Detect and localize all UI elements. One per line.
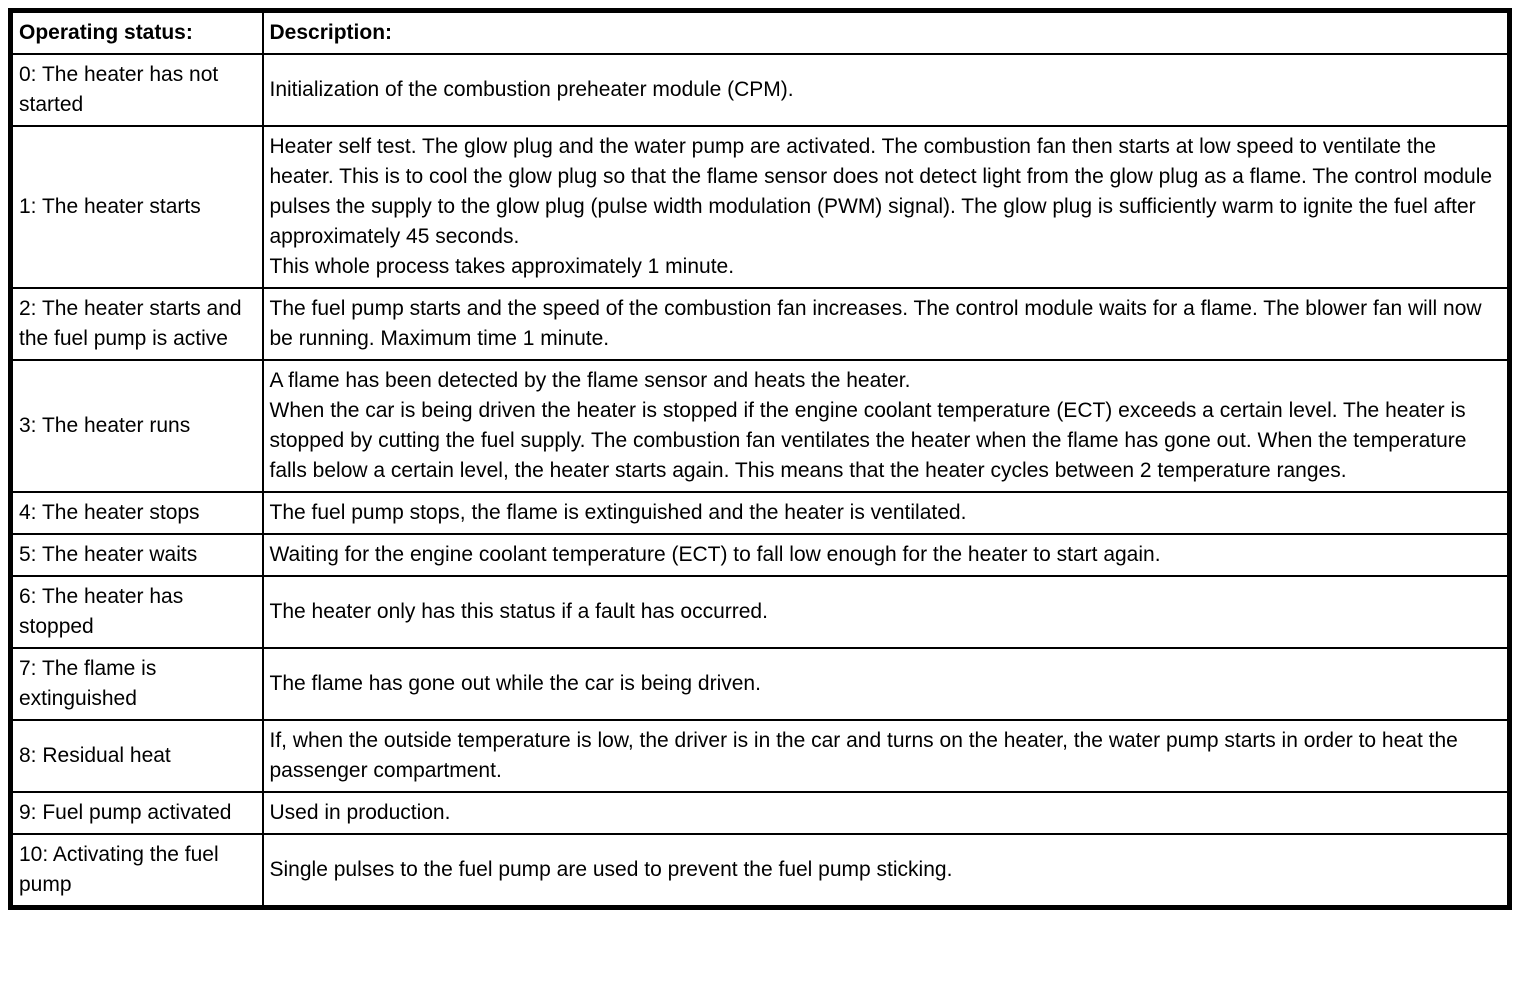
description-cell: Used in production. (261, 791, 1511, 835)
document-page: Operating status: Description: 0: The he… (8, 8, 1512, 910)
table-row: 3: The heater runs A flame has been dete… (9, 359, 1511, 493)
status-cell: 8: Residual heat (9, 719, 264, 793)
status-cell: 10: Activating the fuel pump (9, 833, 264, 909)
description-cell: Initialization of the combustion preheat… (261, 53, 1511, 127)
status-cell: 0: The heater has not started (9, 53, 264, 127)
status-cell: 3: The heater runs (9, 359, 264, 493)
operating-status-table: Operating status: Description: 0: The he… (8, 8, 1512, 910)
description-cell: A flame has been detected by the flame s… (261, 359, 1511, 493)
status-cell: 1: The heater starts (9, 125, 264, 289)
status-cell: 5: The heater waits (9, 533, 264, 577)
status-cell: 2: The heater starts and the fuel pump i… (9, 287, 264, 361)
description-cell: The flame has gone out while the car is … (261, 647, 1511, 721)
table-row: 5: The heater waits Waiting for the engi… (9, 533, 1511, 577)
table-row: 10: Activating the fuel pump Single puls… (9, 833, 1511, 909)
column-header-description: Description: (261, 9, 1511, 55)
status-cell: 6: The heater has stopped (9, 575, 264, 649)
description-cell: The fuel pump starts and the speed of th… (261, 287, 1511, 361)
description-cell: The heater only has this status if a fau… (261, 575, 1511, 649)
description-cell: Heater self test. The glow plug and the … (261, 125, 1511, 289)
table-row: 2: The heater starts and the fuel pump i… (9, 287, 1511, 361)
table-row: 1: The heater starts Heater self test. T… (9, 125, 1511, 289)
column-header-operating-status: Operating status: (9, 9, 264, 55)
header-row: Operating status: Description: (9, 9, 1511, 55)
table-row: 4: The heater stops The fuel pump stops,… (9, 491, 1511, 535)
table-row: 9: Fuel pump activated Used in productio… (9, 791, 1511, 835)
status-cell: 9: Fuel pump activated (9, 791, 264, 835)
table-row: 8: Residual heat If, when the outside te… (9, 719, 1511, 793)
description-cell: The fuel pump stops, the flame is exting… (261, 491, 1511, 535)
table-row: 7: The flame is extinguished The flame h… (9, 647, 1511, 721)
status-cell: 7: The flame is extinguished (9, 647, 264, 721)
description-cell: If, when the outside temperature is low,… (261, 719, 1511, 793)
table-row: 6: The heater has stopped The heater onl… (9, 575, 1511, 649)
description-cell: Single pulses to the fuel pump are used … (261, 833, 1511, 909)
status-cell: 4: The heater stops (9, 491, 264, 535)
description-cell: Waiting for the engine coolant temperatu… (261, 533, 1511, 577)
table-row: 0: The heater has not started Initializa… (9, 53, 1511, 127)
